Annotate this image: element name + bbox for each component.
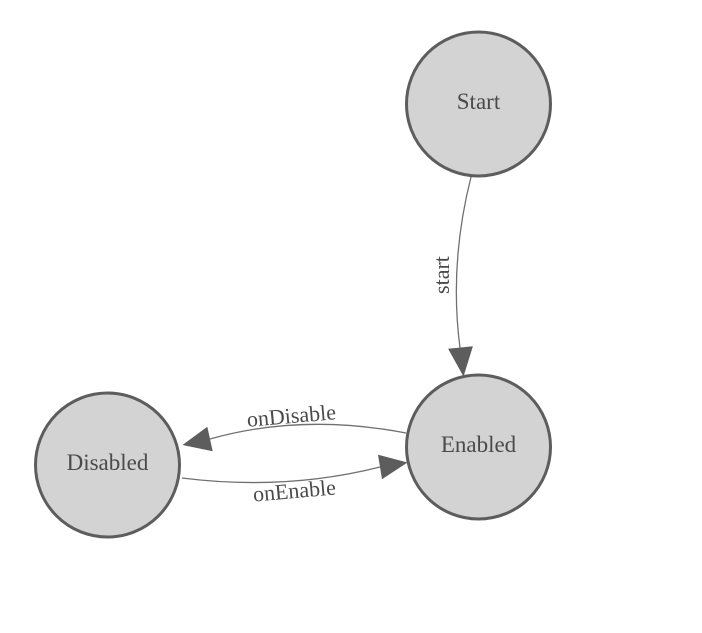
edge-label-disabled-to-enabled: onEnable [252, 474, 337, 506]
arrowhead-icon [448, 346, 473, 377]
node-disabled[interactable] [34, 391, 181, 539]
edge-label-enabled-to-disabled: onDisable [246, 399, 337, 432]
node-label-start: Start [457, 89, 501, 114]
arrowhead-icon [182, 426, 213, 452]
node-enabled[interactable] [405, 373, 552, 521]
edge-disabled-to-enabled [181, 466, 381, 484]
edge-enabled-to-disabled [209, 423, 407, 440]
edge-label-start-to-enabled: start [429, 256, 454, 294]
node-start[interactable] [405, 30, 552, 178]
arrowhead-icon [378, 454, 408, 480]
node-label-enabled: Enabled [441, 432, 517, 457]
edge-start-to-enabled [455, 176, 472, 349]
node-label-disabled: Disabled [67, 450, 149, 475]
